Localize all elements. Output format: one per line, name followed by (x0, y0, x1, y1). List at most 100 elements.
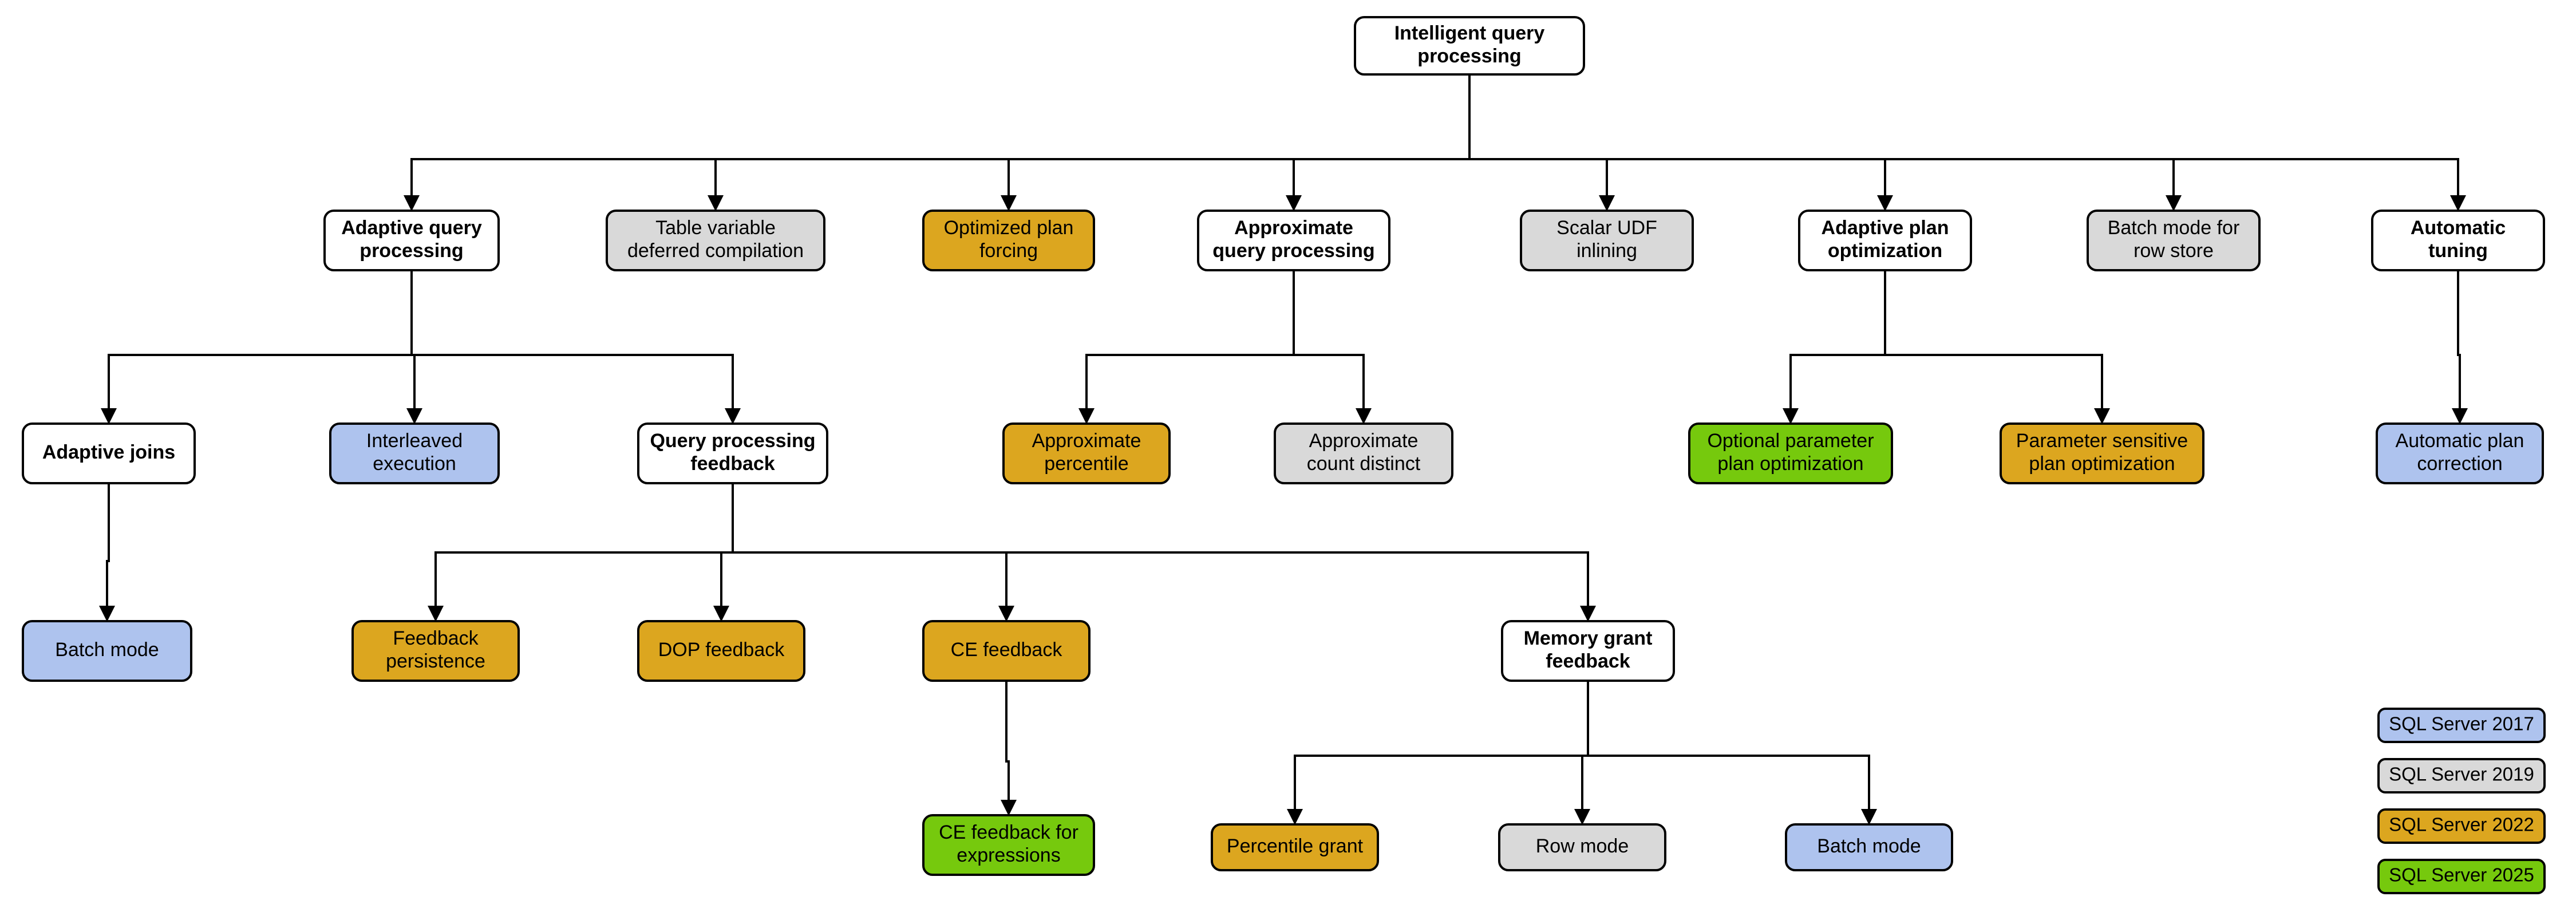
edge-adaptive-joins-to-batch-mode (99, 483, 115, 622)
node-label-line: correction (2417, 453, 2502, 475)
node-label-line: deferred compilation (627, 240, 804, 262)
node-box (1785, 823, 1953, 871)
edge-ce-feedback-to-ce-feedback-for-expressions (1001, 681, 1017, 816)
node-label-line: count distinct (1307, 453, 1421, 475)
node-label-line: Approximate (1032, 430, 1141, 452)
edge-adaptive-plan-optimization-to-optional-parameter-plan-optimization (1783, 270, 1886, 424)
node-box (1520, 210, 1694, 271)
node-label-line: Automatic (2411, 217, 2506, 239)
node-box (1002, 423, 1171, 484)
node-box (2000, 423, 2204, 484)
node-box (22, 423, 196, 484)
node-box (1211, 823, 1379, 871)
node-box (1688, 423, 1893, 484)
node-label-line: expressions (957, 844, 1060, 866)
node-percentile-grant[interactable]: Percentile grant (1211, 823, 1379, 871)
node-box (22, 620, 192, 682)
node-label-line: Automatic plan (2396, 430, 2524, 452)
edge-adaptive-query-processing-to-adaptive-joins (101, 270, 413, 424)
node-batch-mode[interactable]: Batch mode (1785, 823, 1953, 871)
edge-approximate-query-processing-to-approximate-percentile (1078, 270, 1295, 424)
legend-item-sql-server-2019: SQL Server 2019 (2377, 758, 2546, 793)
edge-query-processing-feedback-to-memory-grant-feedback (732, 483, 1596, 622)
node-label-line: Batch mode (55, 639, 159, 661)
node-label-line: persistence (386, 650, 485, 672)
edge-query-processing-feedback-to-ce-feedback (732, 483, 1014, 622)
node-label-line: percentile (1044, 453, 1128, 475)
node-box (637, 423, 828, 484)
node-label-line: plan optimization (2029, 453, 2175, 475)
edge-query-processing-feedback-to-feedback-persistence (428, 483, 734, 622)
node-label-line: Parameter sensitive (2016, 430, 2188, 452)
edge-approximate-query-processing-to-approximate-count-distinct (1293, 270, 1372, 424)
node-box (351, 620, 520, 682)
node-box (2376, 423, 2544, 484)
node-box (1498, 823, 1666, 871)
node-label-line: row store (2134, 240, 2214, 262)
node-label-line: CE feedback for (939, 822, 1078, 843)
edge-iqp-to-table-variable-deferred-compilation (708, 74, 1471, 211)
node-row-mode[interactable]: Row mode (1498, 823, 1666, 871)
edge-automatic-tuning-to-automatic-plan-correction (2452, 270, 2468, 424)
edges-layer (99, 74, 2468, 825)
node-label-line: inlining (1577, 240, 1637, 262)
node-batch-mode[interactable]: Batch mode (22, 620, 192, 682)
node-label-line: Table variable (655, 217, 776, 239)
node-label-line: Adaptive joins (42, 441, 175, 463)
node-label-line: Approximate (1309, 430, 1419, 452)
node-adaptive-joins[interactable]: Adaptive joins (22, 423, 196, 484)
edge-memory-grant-feedback-to-batch-mode (1587, 681, 1877, 825)
edge-adaptive-query-processing-to-query-processing-feedback (410, 270, 741, 424)
node-box (1354, 16, 1585, 76)
node-label-line: processing (1417, 45, 1521, 67)
legend-label: SQL Server 2019 (2389, 764, 2534, 785)
edge-iqp-to-approximate-query-processing (1286, 74, 1471, 211)
node-box (606, 210, 825, 271)
edge-iqp-to-batch-mode-for-row-store (1468, 74, 2182, 211)
edge-memory-grant-feedback-to-percentile-grant (1287, 681, 1589, 825)
node-box (922, 620, 1091, 682)
node-label-line: Intelligent query (1394, 22, 1545, 44)
node-box (922, 210, 1095, 271)
node-box (323, 210, 500, 271)
node-box (637, 620, 805, 682)
node-label-line: forcing (979, 240, 1038, 262)
legend-swatch (2377, 708, 2546, 743)
node-label-line: optimization (1828, 240, 1942, 262)
legend-label: SQL Server 2025 (2389, 864, 2534, 886)
edge-adaptive-plan-optimization-to-parameter-sensitive-plan-optimization (1884, 270, 2110, 424)
node-label-line: Row mode (1536, 835, 1629, 857)
node-label-line: feedback (1546, 650, 1630, 672)
node-ce-feedback[interactable]: CE feedback (922, 620, 1091, 682)
legend-item-sql-server-2017: SQL Server 2017 (2377, 708, 2546, 743)
node-dop-feedback[interactable]: DOP feedback (637, 620, 805, 682)
node-box (2371, 210, 2545, 271)
node-label-line: Percentile grant (1227, 835, 1364, 857)
edge-iqp-to-adaptive-query-processing (404, 74, 1471, 211)
edge-iqp-to-optimized-plan-forcing (1001, 74, 1471, 211)
legend-label: SQL Server 2017 (2389, 713, 2534, 735)
node-label-line: tuning (2428, 240, 2488, 262)
